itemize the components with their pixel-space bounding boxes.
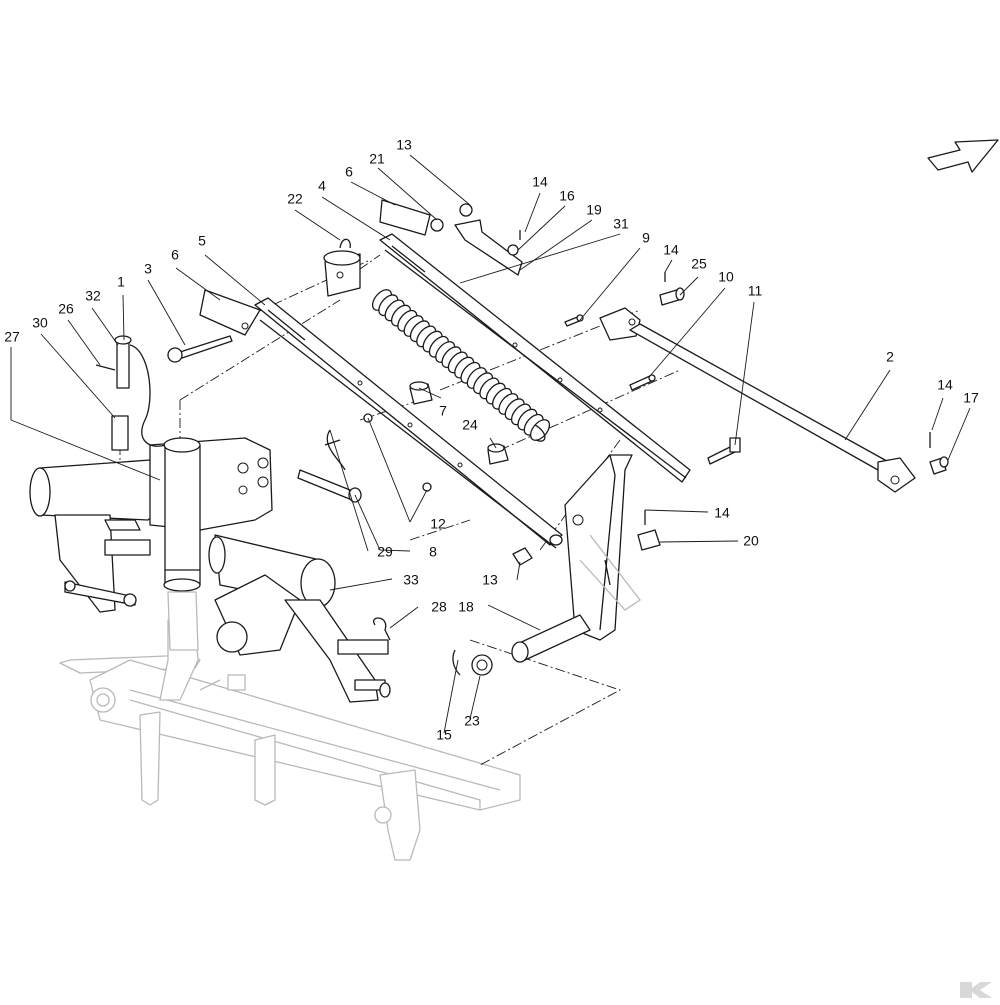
callout-29: 29 xyxy=(377,544,393,560)
callout-30: 30 xyxy=(32,315,48,331)
spring-hook xyxy=(534,424,546,442)
callout-3: 3 xyxy=(144,261,152,277)
bracket-6-upper xyxy=(379,199,523,276)
vertical-tube xyxy=(163,437,201,651)
callout-15: 15 xyxy=(436,727,452,743)
callout-13: 13 xyxy=(396,137,412,153)
callout-25: 25 xyxy=(691,256,707,272)
callout-13: 13 xyxy=(482,572,498,588)
callout-11: 11 xyxy=(748,283,763,299)
callout-18: 18 xyxy=(458,599,474,615)
callout-22: 22 xyxy=(287,191,303,207)
callout-20: 20 xyxy=(743,533,759,549)
pin-1 xyxy=(95,335,166,447)
callout-26: 26 xyxy=(58,301,74,317)
callout-4: 4 xyxy=(318,178,326,194)
callout-28: 28 xyxy=(431,599,447,615)
callout-7: 7 xyxy=(439,403,447,419)
callout-10: 10 xyxy=(718,269,734,285)
tie-rod-2 xyxy=(599,307,949,493)
direction-arrow-icon xyxy=(927,139,999,173)
bracket-6-left xyxy=(199,289,261,336)
callout-12: 12 xyxy=(430,516,446,532)
callout-1: 1 xyxy=(117,274,125,290)
callout-33: 33 xyxy=(403,572,419,588)
callout-17: 17 xyxy=(963,390,979,406)
callout-32: 32 xyxy=(85,288,101,304)
callout-23: 23 xyxy=(464,713,480,729)
small-spring-30 xyxy=(104,415,141,531)
callout-labels: 13 21 6 14 16 19 22 4 31 9 14 25 10 11 5… xyxy=(4,137,979,743)
upright-bracket xyxy=(511,454,661,663)
link-arm-4 xyxy=(379,233,691,483)
leader-lines xyxy=(10,154,971,734)
callout-6: 6 xyxy=(171,247,179,263)
callout-31: 31 xyxy=(613,216,629,232)
callout-24: 24 xyxy=(462,417,478,433)
callout-8: 8 xyxy=(429,544,437,560)
callout-14: 14 xyxy=(937,377,953,393)
callout-27: 27 xyxy=(4,329,20,345)
callout-6: 6 xyxy=(345,164,353,180)
link-arm-5 xyxy=(254,297,563,549)
sleeve-24 xyxy=(487,443,509,465)
bolt-3 xyxy=(167,335,233,363)
callout-9: 9 xyxy=(642,230,650,246)
spring-31 xyxy=(371,289,551,442)
callout-5: 5 xyxy=(198,233,206,249)
callout-21: 21 xyxy=(369,151,385,167)
callout-2: 2 xyxy=(886,349,894,365)
bush-22 xyxy=(323,238,361,297)
sleeve-7 xyxy=(409,381,433,405)
callout-14: 14 xyxy=(532,174,548,190)
callout-16: 16 xyxy=(559,188,575,204)
callout-14: 14 xyxy=(663,242,679,258)
callout-19: 19 xyxy=(586,202,602,218)
brand-logo-icon xyxy=(960,982,992,998)
callout-14: 14 xyxy=(714,505,730,521)
